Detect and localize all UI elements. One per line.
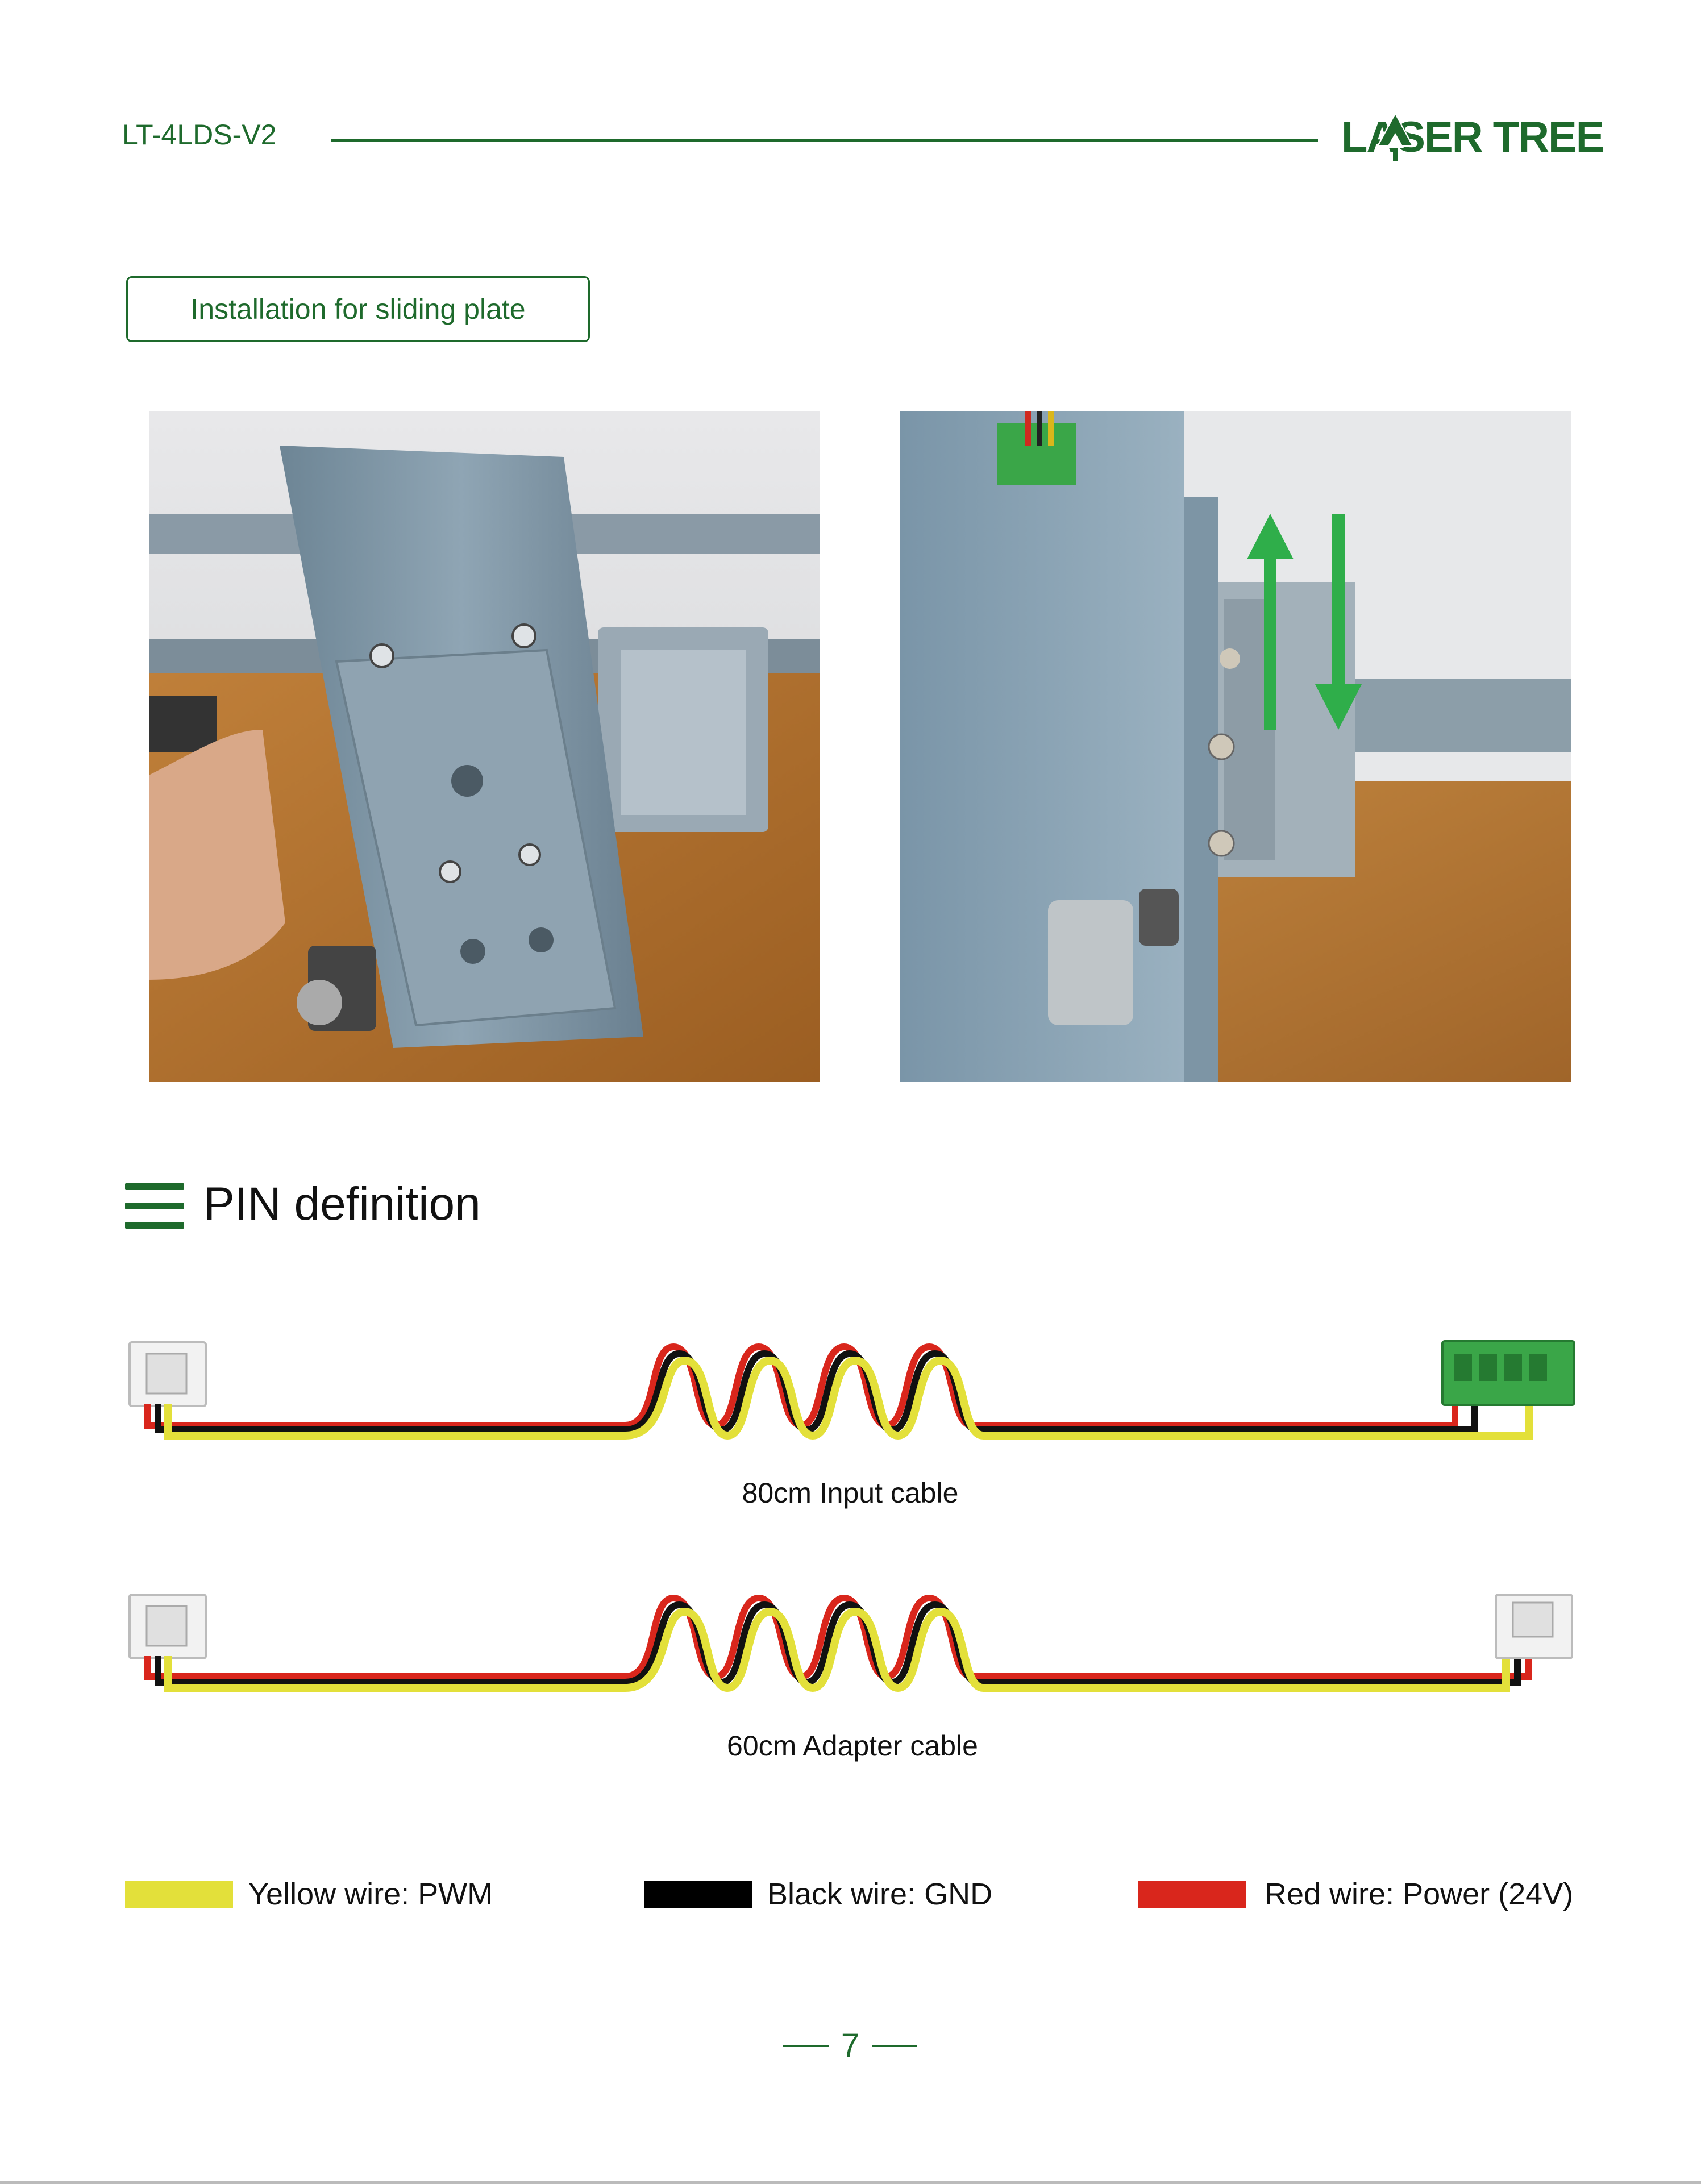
yellow-wire-swatch — [125, 1881, 233, 1908]
white-connector-icon — [1496, 1595, 1572, 1658]
document-model: LT-4LDS-V2 — [122, 120, 276, 149]
green-terminal-connector-icon — [1442, 1341, 1574, 1405]
page-dash-left — [783, 2045, 829, 2047]
bottom-rule — [0, 2181, 1701, 2184]
pin-definition-title: PIN definition — [203, 1181, 481, 1228]
white-connector-icon — [130, 1342, 206, 1406]
photo-sliding-plate-hand — [149, 411, 820, 1082]
black-wire-swatch — [644, 1881, 752, 1908]
tree-icon — [1376, 113, 1414, 164]
adapter-cable-label: 60cm Adapter cable — [568, 1729, 1137, 1762]
yellow-wire-legend: Yellow wire: PWM — [248, 1879, 493, 1910]
section-label: Installation for sliding plate — [190, 293, 525, 326]
page-number: 7 — [841, 2029, 859, 2062]
header-rule — [331, 139, 1318, 142]
black-wire-legend: Black wire: GND — [767, 1879, 992, 1910]
brand-logo: LASER TREE — [1341, 109, 1580, 166]
white-connector-icon — [130, 1595, 206, 1658]
input-cable-illustration — [114, 1324, 1591, 1461]
red-wire-swatch — [1138, 1881, 1246, 1908]
page-dash-right — [872, 2045, 917, 2047]
page-footer: 7 — [782, 2029, 918, 2063]
section-label-box: Installation for sliding plate — [126, 276, 590, 342]
input-cable-label: 80cm Input cable — [566, 1476, 1134, 1509]
red-wire-legend: Red wire: Power (24V) — [1265, 1879, 1573, 1910]
adapter-cable-illustration — [114, 1580, 1591, 1716]
photo-sliding-plate-mounted — [900, 411, 1571, 1082]
menu-lines-icon — [125, 1183, 184, 1229]
